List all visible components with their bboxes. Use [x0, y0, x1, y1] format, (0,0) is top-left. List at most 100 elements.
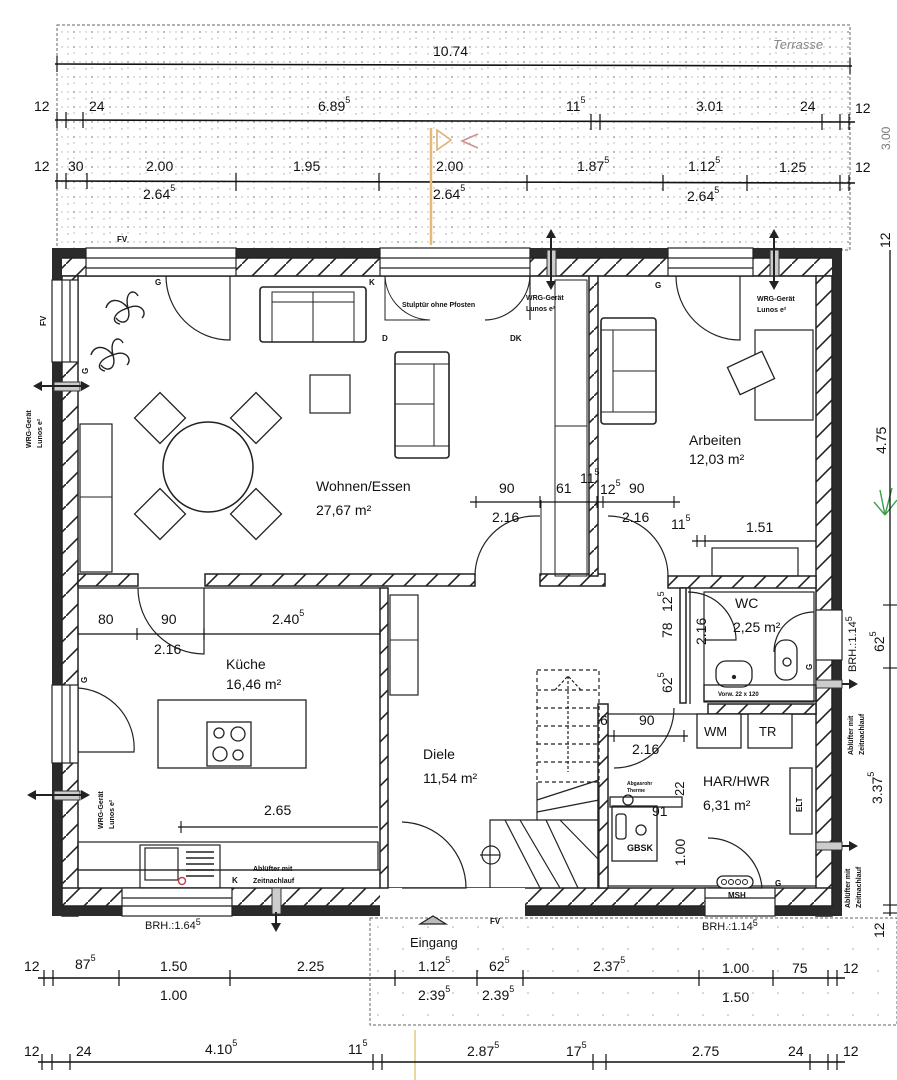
- dim-value: 2.87: [467, 1043, 495, 1059]
- bottom-dimension-ticks: [41, 970, 838, 1070]
- dim-bot1-9: 12: [843, 960, 859, 976]
- windows: [51, 247, 843, 917]
- staircase: [480, 669, 600, 889]
- dim-value: 3.37: [869, 776, 885, 804]
- dim-value: 2.39: [418, 987, 446, 1003]
- dim-top3-4: 2.00: [436, 158, 464, 174]
- dim-sup: 5: [615, 478, 621, 488]
- wrg-line1: WRG-Gerät: [526, 295, 564, 302]
- room-name-arbeiten: Arbeiten: [689, 432, 742, 448]
- sofa-right: [394, 351, 450, 459]
- red-chevron-icon: [460, 133, 479, 149]
- dim-bot2-4: 2.875: [467, 1041, 499, 1059]
- dim-value: 6.89: [318, 98, 346, 114]
- dim-sup: 5: [868, 631, 878, 637]
- dim-bot2-0: 12: [24, 1043, 40, 1059]
- dim-top2-3: 115: [566, 96, 586, 114]
- hwr-fixtures: [609, 713, 813, 889]
- kitchen-counter: [77, 841, 379, 871]
- label-brh-hwr: BRH.:1.145: [702, 919, 758, 933]
- room-area-wohnen: 27,67 m²: [316, 502, 372, 518]
- dim-bot2-2: 4.105: [205, 1039, 237, 1057]
- dim-sup: 5: [604, 155, 610, 165]
- dim-sup: 5: [594, 467, 600, 477]
- dim-top2-4: 3.01: [696, 98, 724, 114]
- dim-value: 4.10: [205, 1041, 233, 1057]
- ventilation-arrows: [27, 229, 858, 932]
- label-g-hwr: G: [775, 879, 782, 888]
- room-name-diele: Diele: [423, 746, 455, 762]
- dim-bot1-7: 1.00: [722, 960, 750, 976]
- label-dk: DK: [510, 334, 522, 343]
- label-g-wc: G: [805, 663, 814, 670]
- dim-sup: 5: [362, 1038, 368, 1048]
- dim-top2-6: 12: [855, 100, 871, 116]
- dim-value: 17: [566, 1043, 582, 1059]
- dim-sup: 5: [445, 955, 451, 965]
- dim-value: 1.12: [418, 958, 446, 974]
- dim-top2-2: 6.895: [318, 96, 350, 114]
- wrg-line2: Lunos e²: [526, 306, 556, 313]
- dim-sup: 5: [345, 95, 351, 105]
- dim-sup: 5: [509, 984, 515, 994]
- dim-sup: 5: [581, 1040, 587, 1050]
- dim-value: 11: [566, 98, 581, 114]
- dim-value: 2.64: [143, 186, 171, 202]
- label-vorw: Vorw. 22 x 120: [718, 692, 759, 698]
- brh-value: BRH.:1.14: [847, 621, 859, 672]
- dim-bot1b-3: 1.50: [722, 989, 750, 1005]
- dim-bot1-2: 1.50: [160, 958, 188, 974]
- ablufter-line1: Ablüfter mit: [848, 715, 855, 755]
- wrg-line1: WRG-Gerät: [26, 410, 33, 448]
- dim-wc-78: 78: [659, 622, 675, 638]
- dim-bot2-6: 2.75: [692, 1043, 720, 1059]
- label-gbsk: GBSK: [627, 843, 654, 853]
- wrg-line2: Lunos e²: [757, 307, 787, 314]
- brh-value: BRH.:1.64: [145, 920, 196, 932]
- dim-bot2-8: 12: [843, 1043, 859, 1059]
- dim-col-125: 125: [600, 479, 621, 497]
- room-name-wc: WC: [735, 595, 759, 611]
- cooktop: [206, 721, 252, 767]
- dim-col-61: 61: [556, 480, 572, 496]
- top-dimension-ticks: [56, 56, 851, 191]
- brh-sup: 5: [195, 917, 201, 927]
- dim-arb-115: 115: [671, 514, 691, 532]
- dim-top3-5: 1.875: [577, 156, 609, 174]
- dim-top3b-1: 2.645: [433, 184, 465, 202]
- dim-top3b-2: 2.645: [687, 186, 719, 204]
- dim-value: 62: [871, 636, 887, 652]
- label-fv-bottom: FV: [490, 917, 501, 926]
- dim-sup: 5: [460, 183, 466, 193]
- dim-bot1-4: 1.125: [418, 956, 450, 974]
- dim-value: 2.64: [687, 188, 715, 204]
- label-k-kueche: K: [232, 876, 238, 885]
- dim-top3-3: 1.95: [293, 158, 321, 174]
- dim-top3-7: 1.25: [779, 159, 807, 175]
- dim-top3-0: 12: [34, 158, 50, 174]
- ablufter-line2: Zeitnachlauf: [859, 713, 866, 755]
- dim-top3-8: 12: [855, 159, 871, 175]
- label-ablufter-wc: Ablüfter mit Zeitnachlauf: [846, 714, 868, 755]
- dim-har-91: 91: [652, 803, 668, 819]
- dim-col-115: 115: [580, 468, 600, 486]
- dim-sup: 5: [656, 591, 666, 597]
- wrg-line2: Lunos e²: [37, 418, 44, 448]
- room-area-har: 6,31 m²: [703, 797, 751, 813]
- dim-value: 12: [600, 481, 616, 497]
- label-g: G: [155, 278, 162, 287]
- ablufter-line1: Ablüfter mit: [845, 868, 852, 908]
- dim-top2-1: 24: [89, 98, 105, 114]
- kitchen-island: [157, 699, 307, 769]
- brh-sup: 5: [752, 918, 758, 928]
- dim-bot1-1: 875: [75, 954, 96, 972]
- dim-sup: 5: [866, 771, 876, 777]
- label-abgasrohr: Abgasrohr: [627, 781, 653, 787]
- label-fv-left: FV: [39, 315, 48, 326]
- entrance-yard: [369, 917, 897, 1026]
- entrance-marker-icon: [417, 915, 449, 925]
- dim-sup: 5: [685, 513, 691, 523]
- label-fv-top: FV: [117, 235, 128, 244]
